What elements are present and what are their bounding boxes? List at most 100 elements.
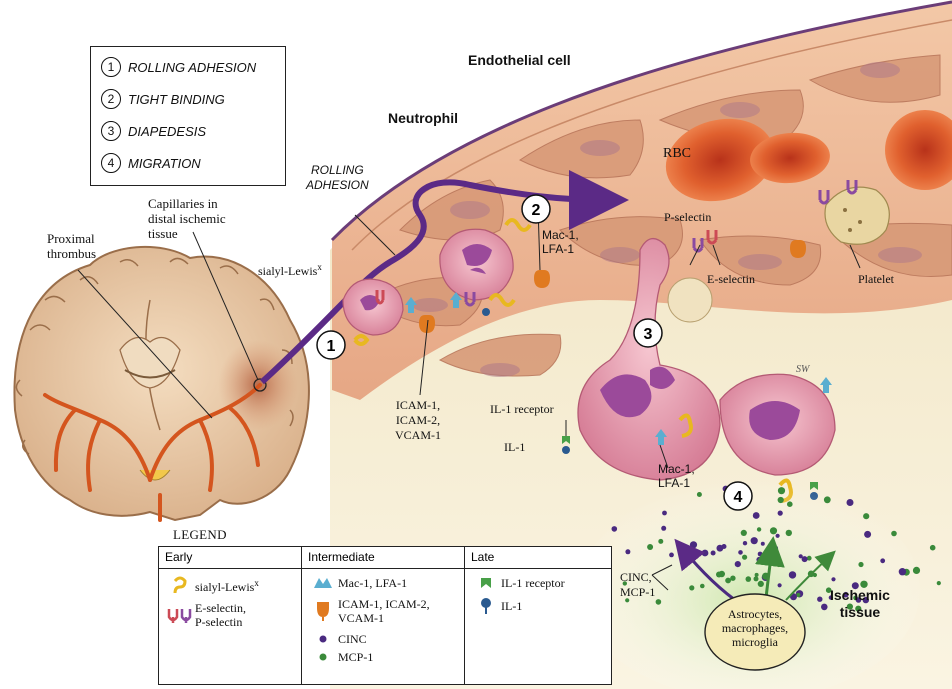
chemokine-dot — [770, 527, 777, 534]
mac1-lfa1-line: Mac-1, — [542, 228, 579, 242]
capillaries-line: Capillaries in — [148, 196, 226, 211]
chemokine-dot — [711, 551, 716, 556]
legend-row: MCP-1 — [308, 650, 458, 664]
legend-early-column: sialyl-Lewisx E-selectin, P-selectin — [159, 569, 302, 685]
icam-line: ICAM-2, — [395, 413, 441, 428]
icam-line: VCAM-1 — [395, 428, 441, 443]
legend-table: Early Intermediate Late sialyl-Lewisx E-… — [158, 546, 612, 685]
astrocytes-line: microglia — [706, 635, 804, 649]
chemokine-dot — [669, 553, 674, 558]
platelet — [825, 187, 889, 244]
chemokine-dot — [761, 542, 765, 546]
mac1-lfa1-top-label: Mac-1, LFA-1 — [542, 228, 579, 256]
chemokine-dot — [697, 492, 702, 497]
platelet-label: Platelet — [858, 272, 894, 287]
legend-row: IL-1 — [471, 597, 605, 615]
step-marker-2: 2 — [532, 202, 541, 219]
legend-label: E-selectin, P-selectin — [195, 601, 246, 629]
chemokine-dot — [937, 581, 941, 585]
chemokine-dot — [757, 527, 761, 531]
step-label: ROLLING ADHESION — [128, 60, 256, 75]
chemokine-dot — [847, 499, 854, 506]
p-selectin-label: P-selectin — [664, 210, 711, 225]
rolling-adhesion-line: ADHESION — [306, 178, 369, 193]
il1-icon — [471, 597, 501, 615]
signature: SW — [796, 364, 809, 375]
rbc-label: RBC — [663, 146, 691, 162]
chemokine-dot — [913, 567, 920, 574]
chemokine-dot — [776, 534, 780, 538]
chemokine-dot — [751, 537, 758, 544]
ischemic-tissue-line: Ischemic — [830, 587, 890, 604]
chemokine-dot — [661, 526, 666, 531]
proximal-thrombus-label: Proximal thrombus — [47, 231, 96, 261]
astrocytes-line: macrophages, — [706, 621, 804, 635]
legend-label: Mac-1, LFA-1 — [338, 576, 407, 590]
chemokine-dot — [813, 573, 817, 577]
legend-row: E-selectin, P-selectin — [165, 601, 295, 629]
legend-label: CINC — [338, 632, 367, 646]
chemokine-dot — [858, 562, 863, 567]
chemokine-dot — [754, 576, 759, 581]
mcp1-dot-icon — [308, 652, 338, 662]
chemokine-dot — [864, 531, 871, 538]
step-item: 2TIGHT BINDING — [101, 87, 225, 111]
chemokine-dot — [658, 539, 663, 544]
legend-title: LEGEND — [173, 527, 227, 543]
chemokine-dot — [662, 511, 667, 516]
chemokine-dot — [647, 544, 653, 550]
chemokine-dot — [625, 549, 630, 554]
chemokine-dot — [735, 561, 741, 567]
rolling-adhesion-line: ROLLING — [306, 163, 369, 178]
chemokine-dot — [717, 545, 724, 552]
mac1-lfa1-line: Mac-1, — [658, 462, 695, 476]
cinc-mcp1-label: CINC, MCP-1 — [620, 570, 655, 600]
chemokine-dot — [817, 597, 822, 602]
neutrophil-label: Neutrophil — [388, 110, 458, 126]
step-label: MIGRATION — [128, 156, 201, 171]
rolling-adhesion-label: ROLLING ADHESION — [306, 163, 369, 193]
chemokine-dot — [802, 556, 808, 562]
selectin-icon — [165, 605, 195, 625]
legend-label: IL-1 receptor — [501, 576, 565, 590]
step-label: DIAPEDESIS — [128, 124, 206, 139]
ischemic-tissue-label: Ischemic tissue — [830, 587, 890, 621]
icam-label: ICAM-1, ICAM-2, VCAM-1 — [395, 398, 441, 443]
chemokine-dot — [690, 541, 697, 548]
legend-label: ICAM-1, ICAM-2, VCAM-1 — [338, 597, 430, 625]
proximal-thrombus-line: Proximal — [47, 231, 96, 246]
il1-label: IL-1 — [504, 440, 525, 455]
il1-receptor-icon — [471, 576, 501, 590]
mac1-lfa1-line: LFA-1 — [542, 242, 579, 256]
chemokine-dot — [746, 576, 752, 582]
legend-header-intermediate: Intermediate — [302, 547, 465, 569]
chemokine-dot — [689, 585, 694, 590]
legend-header-early: Early — [159, 547, 302, 569]
legend-label: IL-1 — [501, 599, 522, 613]
chemokine-dot — [753, 512, 760, 519]
legend-label-sup: x — [254, 578, 259, 588]
chemokine-dot — [930, 545, 936, 551]
legend-label: sialyl-Lewisx — [195, 576, 259, 594]
proximal-thrombus-line: thrombus — [47, 246, 96, 261]
sialyl-lewis-label: sialyl-Lewisx — [258, 262, 322, 279]
cinc-dot-icon — [308, 634, 338, 644]
chemokine-dot — [863, 513, 869, 519]
chemokine-dot — [656, 599, 662, 605]
legend-row: IL-1 receptor — [471, 576, 605, 590]
chemokine-dot — [778, 497, 784, 503]
chemokine-dot — [776, 562, 781, 567]
chemokine-dot — [730, 576, 735, 581]
chemokine-dot — [778, 487, 785, 494]
step-label: TIGHT BINDING — [128, 92, 225, 107]
legend-row: CINC — [308, 632, 458, 646]
sialyl-lewis-sup: x — [317, 262, 322, 272]
chemokine-dot — [738, 550, 743, 555]
chemokine-dot — [702, 550, 709, 557]
chemokine-dot — [787, 501, 793, 507]
chemokine-dot — [821, 604, 828, 611]
icam-line: ICAM-1, — [395, 398, 441, 413]
endothelial-cell-label: Endothelial cell — [468, 52, 571, 68]
